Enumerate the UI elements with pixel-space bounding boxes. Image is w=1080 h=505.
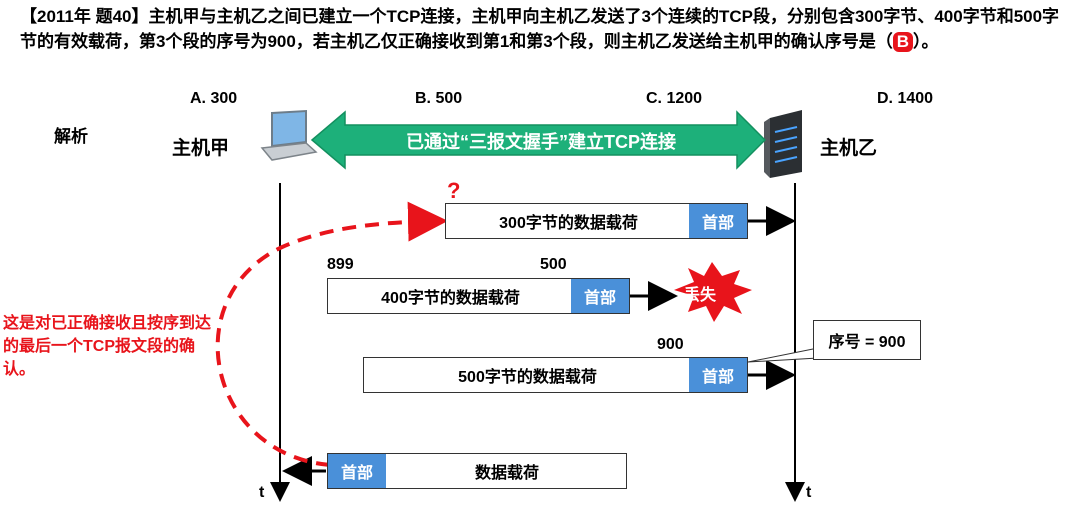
host-b-label: 主机乙 <box>820 138 878 159</box>
segment-2-right-number: 500 <box>540 256 567 273</box>
handshake-banner-arrow <box>310 110 767 170</box>
analysis-label: 解析 <box>54 127 88 146</box>
time-axis-label-a: t <box>259 484 265 501</box>
segment-3-sequence-number: 900 <box>657 336 684 353</box>
segment-1: 300字节的数据载荷 首部 <box>445 203 748 239</box>
segment-2-payload: 400字节的数据载荷 <box>381 290 520 307</box>
segment-2: 400字节的数据载荷 首部 <box>327 278 630 314</box>
segment-1-payload: 300字节的数据载荷 <box>499 215 638 232</box>
question-body: 主机甲与主机乙之间已建立一个TCP连接，主机甲向主机乙发送了3个连续的TCP段，… <box>20 7 1060 51</box>
answer-badge: B <box>892 32 914 52</box>
sequence-callout: 序号 = 900 <box>813 320 921 360</box>
handshake-banner-text: 已通过“三报文握手”建立TCP连接 <box>406 132 676 152</box>
time-axis-label-b: t <box>806 484 812 501</box>
question-tag: 【2011年 题40】 <box>20 7 149 26</box>
question-text: 【2011年 题40】主机甲与主机乙之间已建立一个TCP连接，主机甲向主机乙发送… <box>20 4 1075 54</box>
segment-3: 500字节的数据载荷 首部 <box>363 357 748 393</box>
segment-2-header: 首部 <box>571 279 629 313</box>
question-tail: ）。 <box>913 32 939 51</box>
segment-1-header: 首部 <box>689 204 747 238</box>
segment-3-header: 首部 <box>689 358 747 392</box>
question-mark: ? <box>447 178 461 203</box>
laptop-icon <box>260 109 318 161</box>
callout-pointer <box>747 347 819 363</box>
lost-burst-shape <box>674 262 752 322</box>
option-c: C. 1200 <box>646 90 703 107</box>
ack-segment-payload: 数据载荷 <box>474 465 539 482</box>
segment-3-payload: 500字节的数据载荷 <box>458 369 597 386</box>
option-a: A. 300 <box>190 90 238 107</box>
host-a-label: 主机甲 <box>172 138 230 159</box>
ack-explanation-note: 这是对已正确接收且按序到达的最后一个TCP报文段的确认。 <box>3 315 212 378</box>
server-icon <box>764 110 802 178</box>
ack-reference-curve <box>215 201 448 467</box>
option-b: B. 500 <box>415 90 463 107</box>
segment-2-left-number: 899 <box>327 256 354 273</box>
lost-label: 丢失 <box>684 287 717 304</box>
ack-segment: 首部 数据载荷 <box>327 453 627 489</box>
option-d: D. 1400 <box>877 90 934 107</box>
ack-segment-header: 首部 <box>328 454 386 488</box>
